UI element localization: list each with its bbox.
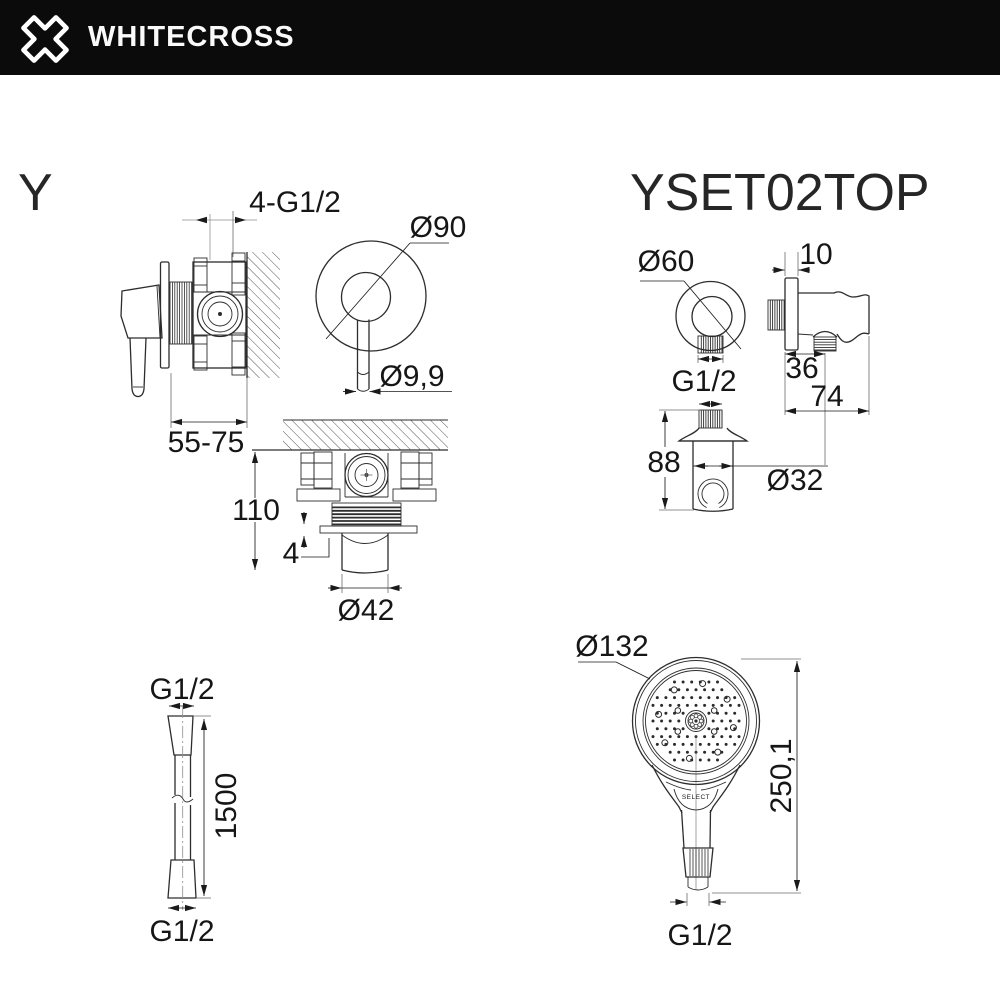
hose-view: G1/2 1500 G1/2 bbox=[149, 673, 243, 948]
dim-label-height: 110 bbox=[232, 494, 280, 527]
header-bar: WHITECROSS bbox=[0, 0, 1000, 75]
dim-label-outlet-diameter: Ø60 bbox=[638, 245, 695, 278]
dim-label-hose-length: 1500 bbox=[210, 773, 243, 840]
dim-label-offset: 36 bbox=[785, 352, 818, 385]
dim-label-depth-range: 55-75 bbox=[168, 426, 245, 459]
dim-label-holder-diameter: Ø32 bbox=[767, 464, 824, 497]
center-jet-ring bbox=[688, 713, 704, 729]
series-label: Y bbox=[18, 164, 53, 222]
dim-label-head-diameter: Ø132 bbox=[575, 630, 648, 663]
dim-label-hose-thread-top: G1/2 bbox=[149, 673, 214, 706]
dim-label-spout-diameter: Ø42 bbox=[338, 594, 395, 627]
dim-label-handshower-length: 250,1 bbox=[765, 738, 798, 813]
mixer-front-view: Ø90 Ø9,9 bbox=[315, 211, 467, 395]
model-number: YSET02TOP bbox=[630, 164, 930, 222]
outlet-front-view: Ø60 G1/2 bbox=[638, 245, 746, 398]
dim-label-hose-thread-bottom: G1/2 bbox=[149, 915, 214, 948]
dim-label-flange-thickness: 4 bbox=[283, 537, 300, 570]
dim-label-outlet-thread: G1/2 bbox=[671, 365, 736, 398]
dim-label-holder-height: 88 bbox=[647, 446, 680, 479]
mixer-side-view: 4-G1/2 bbox=[120, 186, 341, 459]
title-row: Y YSET02TOP bbox=[0, 75, 1000, 222]
dim-label-plate-thickness: 10 bbox=[799, 238, 832, 271]
dim-label-ports: 4-G1/2 bbox=[249, 186, 341, 219]
brand-name: WHITECROSS bbox=[88, 21, 295, 53]
spray-nozzles bbox=[651, 680, 741, 762]
mixer-plan-view: 110 4 Ø42 bbox=[232, 419, 448, 627]
handshower-view: Ø132 SELECT bbox=[575, 630, 801, 952]
dim-label-plate-diameter: Ø90 bbox=[410, 211, 467, 244]
holder-front-view: 88 Ø32 bbox=[647, 400, 828, 512]
dim-label-handshower-thread: G1/2 bbox=[667, 919, 732, 952]
dim-label-lever-diameter: Ø9,9 bbox=[379, 360, 444, 393]
technical-drawing: 4-G1/2 bbox=[120, 186, 870, 952]
whitecross-x-logo-icon bbox=[21, 14, 69, 63]
dim-label-depth: 74 bbox=[810, 380, 843, 413]
outlet-side-view: 10 36 74 bbox=[767, 238, 870, 465]
